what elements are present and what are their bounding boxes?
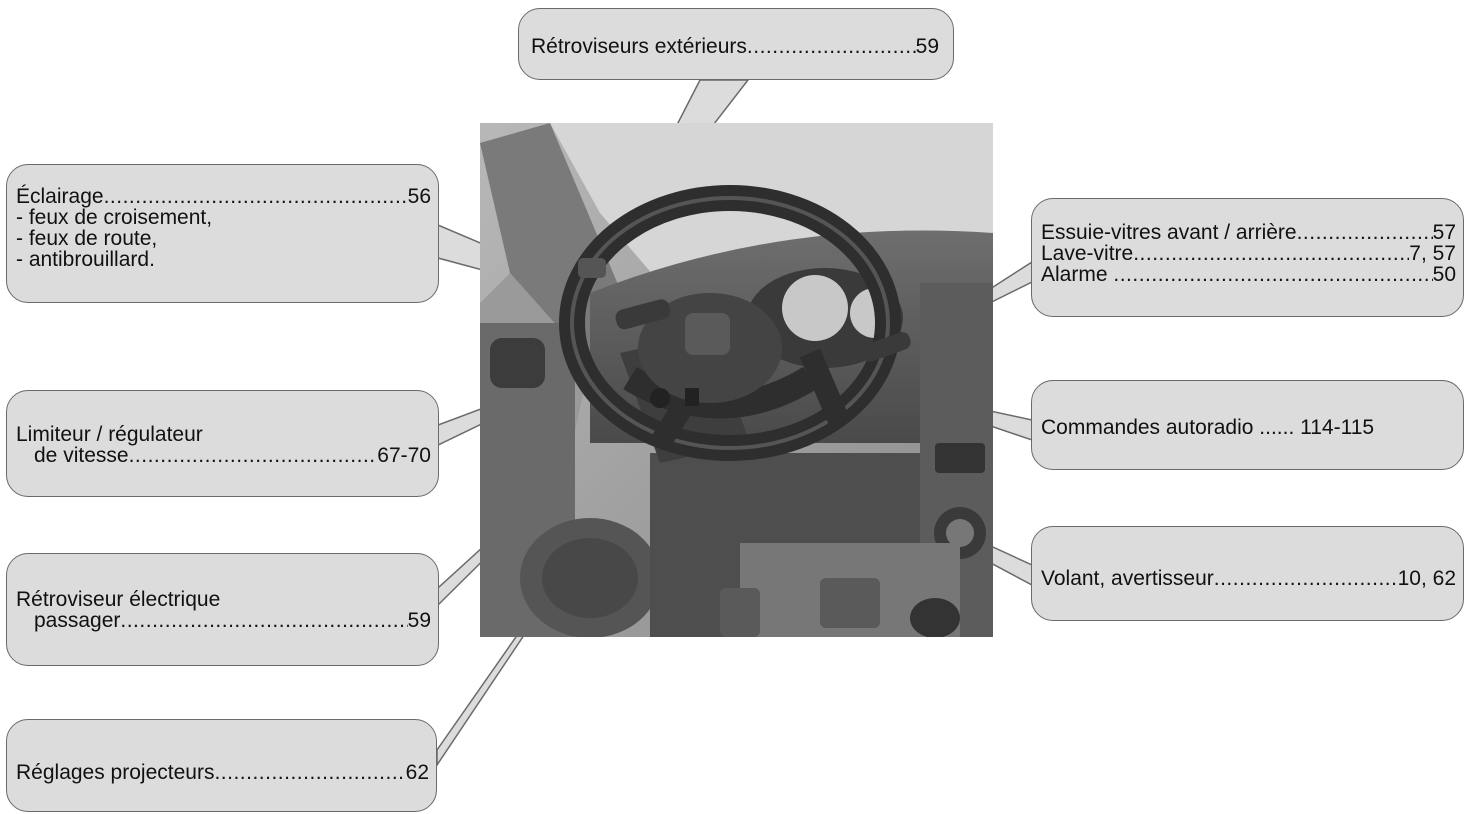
- leader-dots: [1297, 222, 1433, 243]
- leader-dots: [214, 762, 405, 783]
- label-wipers: Essuie-vitres avant / arrière: [1041, 221, 1297, 244]
- callout-speed-limiter[interactable]: Limiteur / régulateur de vitesse 67-70: [6, 390, 439, 497]
- label-radio: Commandes autoradio ...... 114-115: [1041, 416, 1375, 439]
- label-alarm: Alarme: [1041, 263, 1114, 286]
- page-speed: 67-70: [377, 444, 431, 467]
- callout-lighting[interactable]: Éclairage 56 - feux de croisement, - feu…: [6, 164, 439, 303]
- page-headlamp: 62: [405, 761, 429, 784]
- leader-dots: [129, 445, 378, 466]
- row-headlamp: Réglages projecteurs 62: [16, 762, 429, 783]
- label-lighting: Éclairage: [16, 185, 104, 208]
- row-lighting: Éclairage 56: [16, 186, 431, 207]
- dashboard-photo: [480, 123, 993, 637]
- label-mirror-elec: passager: [34, 609, 121, 632]
- callout-radio-controls[interactable]: Commandes autoradio ...... 114-115: [1031, 380, 1464, 470]
- page-wipers: 57: [1432, 221, 1456, 244]
- page-mirror-elec: 59: [407, 609, 431, 632]
- row-exterior-mirrors: Rétroviseurs extérieurs 59: [531, 36, 939, 57]
- callout-steering-wheel[interactable]: Volant, avertisseur 10, 62: [1031, 526, 1464, 621]
- lighting-item-fog: - antibrouillard.: [16, 248, 155, 271]
- label-speed: de vitesse: [34, 444, 129, 467]
- label-headlamp: Réglages projecteurs: [16, 761, 215, 784]
- mirror-elec-line1: Rétroviseur électrique: [16, 588, 221, 611]
- label-wheel: Volant, avertisseur: [1041, 567, 1214, 590]
- label-exterior-mirrors: Rétroviseurs extérieurs: [531, 35, 747, 58]
- leader-dots: [120, 610, 407, 631]
- leader-dots: [1113, 264, 1432, 285]
- page-alarm: 50: [1432, 263, 1456, 286]
- callout-wipers[interactable]: Essuie-vitres avant / arrière 57 Lave-vi…: [1031, 198, 1464, 317]
- row-alarm: Alarme 50: [1041, 264, 1456, 285]
- page-wheel: 10, 62: [1397, 567, 1456, 590]
- leader-dots: [1214, 568, 1398, 589]
- row-wheel: Volant, avertisseur 10, 62: [1041, 568, 1456, 589]
- label-washer: Lave-vitre: [1041, 242, 1134, 265]
- lighting-item-dipped: - feux de croisement,: [16, 206, 213, 229]
- callout-exterior-mirrors[interactable]: Rétroviseurs extérieurs 59: [518, 8, 954, 80]
- leader-dots: [1133, 243, 1409, 264]
- lighting-item-main: - feux de route,: [16, 227, 158, 250]
- page-lighting: 56: [407, 185, 431, 208]
- leader-dots: [747, 36, 916, 57]
- callout-electric-mirror[interactable]: Rétroviseur électrique passager 59: [6, 553, 439, 666]
- row-mirror-elec: passager 59: [16, 610, 431, 631]
- row-wipers: Essuie-vitres avant / arrière 57: [1041, 222, 1456, 243]
- callout-headlamp[interactable]: Réglages projecteurs 62: [6, 719, 437, 812]
- row-speed: de vitesse 67-70: [16, 445, 431, 466]
- speed-line1: Limiteur / régulateur: [16, 423, 203, 446]
- leader-dots: [104, 186, 408, 207]
- page-washer: 7, 57: [1409, 242, 1456, 265]
- page-exterior-mirrors: 59: [915, 35, 939, 58]
- row-washer: Lave-vitre 7, 57: [1041, 243, 1456, 264]
